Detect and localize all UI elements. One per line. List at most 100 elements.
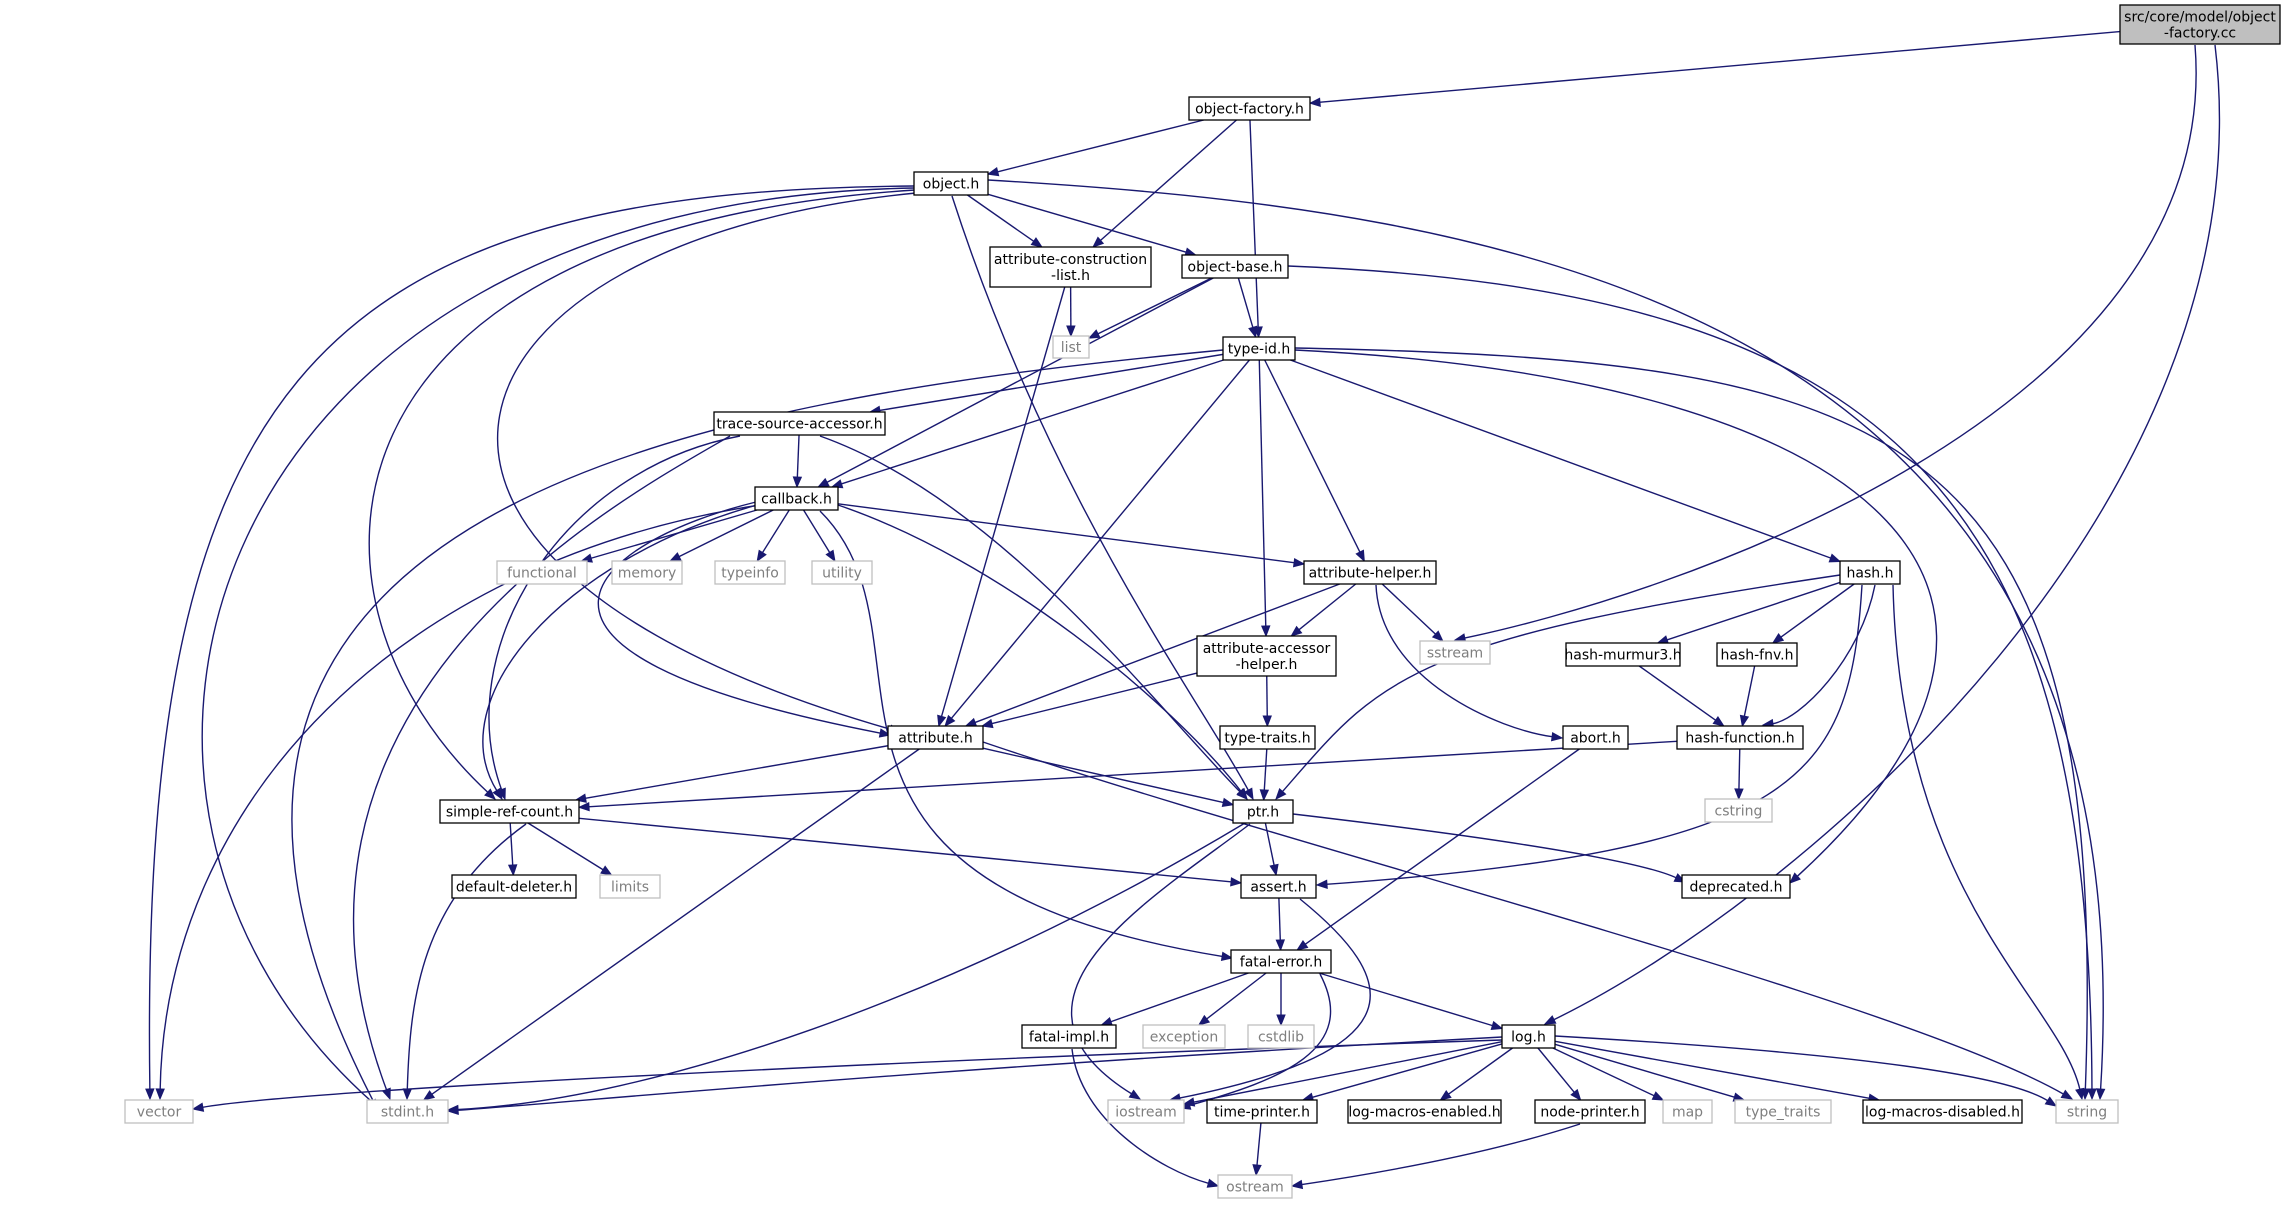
edge-attribute-h-to-stdint-h [422, 748, 920, 1101]
header-node-object-factory-h[interactable]: object-factory.h [1188, 96, 1311, 121]
header-node-attribute-accessor-helper-h[interactable]: attribute-accessor-helper.h [1196, 635, 1337, 677]
edge-object-factory-h-to-type-id-h [1249, 119, 1263, 339]
edge-hash-function-h-to-simple-ref-count-h [577, 740, 1678, 812]
system-header-node-limits: limits [599, 874, 661, 899]
edge-object-base-h-to-list [1087, 277, 1212, 339]
system-header-node-list: list [1052, 335, 1090, 359]
system-header-node-cstring: cstring [1704, 798, 1773, 823]
edge-trace-source-accessor-h-to-simple-ref-count-h [488, 435, 741, 801]
header-node-hash-fnv-h[interactable]: hash-fnv.h [1716, 642, 1798, 667]
header-node-node-printer-h[interactable]: node-printer.h [1534, 1099, 1646, 1124]
node-label: attribute-construction [994, 252, 1147, 268]
header-node-deprecated-h[interactable]: deprecated.h [1681, 874, 1791, 899]
node-label: type-traits.h [1224, 731, 1310, 747]
header-node-object-h[interactable]: object.h [913, 171, 989, 196]
node-label: utility [822, 566, 862, 582]
edge-trace-source-accessor-h-to-callback-h [792, 434, 803, 489]
header-node-abort-h[interactable]: abort.h [1562, 725, 1629, 750]
header-node-ptr-h[interactable]: ptr.h [1232, 799, 1294, 824]
node-label: object-factory.h [1195, 102, 1304, 118]
header-node-log-h[interactable]: log.h [1501, 1024, 1556, 1049]
header-node-callback-h[interactable]: callback.h [754, 486, 839, 511]
edge-attribute-helper-h-to-attribute-accessor-helper-h [1290, 583, 1357, 637]
header-node-type-id-h[interactable]: type-id.h [1222, 336, 1296, 361]
edge-attribute-helper-h-to-sstream [1381, 583, 1444, 642]
system-header-node-stdint-h: stdint.h [366, 1099, 449, 1124]
edge-node-printer-h-to-ostream [1290, 1123, 1581, 1190]
node-label: -list.h [1051, 268, 1090, 284]
header-node-attribute-construction-list-h[interactable]: attribute-construction-list.h [989, 246, 1152, 288]
node-label: map [1672, 1105, 1703, 1121]
edge-log-h-to-log-macros-enabled-h [1439, 1047, 1513, 1101]
node-label: type-id.h [1228, 342, 1290, 358]
system-header-node-ostream: ostream [1217, 1174, 1293, 1199]
header-node-hash-murmur3-h[interactable]: hash-murmur3.h [1564, 642, 1682, 667]
header-node-hash-h[interactable]: hash.h [1839, 560, 1901, 585]
edge-hash-h-to-string [1892, 584, 2085, 1101]
node-label: log-macros-enabled.h [1348, 1105, 1500, 1121]
edge-attribute-construction-list-h-to-attribute-h [937, 286, 1066, 728]
edge-attribute-helper-h-to-abort-h [1375, 584, 1564, 742]
node-label: ptr.h [1247, 805, 1279, 821]
node-label: log-macros-disabled.h [1865, 1105, 2020, 1121]
header-node-hash-function-h[interactable]: hash-function.h [1676, 725, 1804, 750]
edge-hash-h-to-hash-fnv-h [1771, 583, 1855, 644]
edge-object-base-h-to-string [1287, 265, 2097, 1101]
node-label: deprecated.h [1689, 880, 1782, 896]
edge-root-to-sstream [1453, 44, 2197, 643]
node-label: callback.h [761, 492, 832, 508]
header-node-trace-source-accessor-h[interactable]: trace-source-accessor.h [713, 411, 886, 436]
edge-log-h-to-type-traits [1554, 1043, 1746, 1102]
edge-root-to-object-factory-h [1308, 30, 2121, 107]
edge-object-factory-h-to-attribute-construction-list-h [1092, 119, 1237, 248]
header-node-fatal-error-h[interactable]: fatal-error.h [1230, 949, 1332, 974]
header-node-time-printer-h[interactable]: time-printer.h [1206, 1099, 1318, 1124]
edge-ptr-h-to-stdint-h [446, 822, 1246, 1115]
edge-object-h-to-vector [145, 185, 915, 1101]
edge-log-h-to-node-printer-h [1537, 1047, 1582, 1102]
header-node-default-deleter-h[interactable]: default-deleter.h [451, 874, 577, 899]
edge-object-h-to-simple-ref-count-h [368, 189, 916, 800]
node-label: stdint.h [381, 1105, 434, 1121]
header-node-attribute-helper-h[interactable]: attribute-helper.h [1303, 560, 1437, 585]
edge-fatal-error-h-to-log-h [1318, 972, 1504, 1030]
root-file-node-root[interactable]: src/core/model/object-factory.cc [2119, 4, 2281, 45]
edge-time-printer-h-to-ostream [1252, 1122, 1262, 1177]
header-node-attribute-h[interactable]: attribute.h [887, 725, 984, 750]
system-header-node-vector: vector [124, 1099, 194, 1124]
edge-hash-fnv-h-to-hash-function-h [1739, 665, 1756, 728]
node-label: hash-fnv.h [1721, 648, 1794, 664]
node-label: list [1061, 340, 1082, 356]
header-node-log-macros-enabled-h[interactable]: log-macros-enabled.h [1347, 1099, 1502, 1124]
edge-log-h-to-time-printer-h [1301, 1043, 1503, 1102]
node-label: functional [507, 566, 577, 582]
header-node-object-base-h[interactable]: object-base.h [1181, 254, 1289, 279]
header-node-simple-ref-count-h[interactable]: simple-ref-count.h [439, 799, 580, 824]
edge-object-factory-h-to-object-h [986, 119, 1204, 177]
edge-fatal-impl-h-to-ostream [1071, 1048, 1220, 1188]
node-label: string [2067, 1105, 2107, 1121]
system-header-node-exception: exception [1142, 1024, 1226, 1049]
file-nodes: src/core/model/object-factory.cc object-f… [124, 4, 2281, 1199]
dependency-edges [145, 30, 2221, 1190]
edge-log-h-to-stdint-h [446, 1036, 1503, 1115]
node-label: default-deleter.h [456, 880, 572, 896]
header-node-log-macros-disabled-h[interactable]: log-macros-disabled.h [1862, 1099, 2023, 1124]
edge-type-id-h-to-string [1294, 347, 2091, 1101]
edge-log-h-to-vector [191, 1039, 1503, 1112]
edge-callback-h-to-simple-ref-count-h [482, 504, 758, 801]
edge-object-base-h-to-callback-h [817, 277, 1214, 488]
edge-abort-h-to-fatal-error-h [1296, 748, 1580, 951]
edge-assert-h-to-iostream [1168, 898, 1371, 1103]
header-node-assert-h[interactable]: assert.h [1240, 874, 1317, 899]
edge-object-base-h-to-type-id-h [1237, 277, 1258, 339]
edge-callback-h-to-ptr-h [837, 504, 1248, 801]
node-label: memory [618, 566, 677, 582]
header-node-fatal-impl-h[interactable]: fatal-impl.h [1021, 1024, 1117, 1049]
header-node-type-traits-h[interactable]: type-traits.h [1219, 725, 1316, 750]
edge-ptr-h-to-assert-h [1264, 822, 1279, 877]
system-header-node-type-traits: type_traits [1734, 1099, 1832, 1124]
edge-attribute-h-to-string [982, 741, 2074, 1100]
system-header-node-map: map [1662, 1099, 1713, 1124]
edge-fatal-error-h-to-exception [1197, 972, 1267, 1026]
